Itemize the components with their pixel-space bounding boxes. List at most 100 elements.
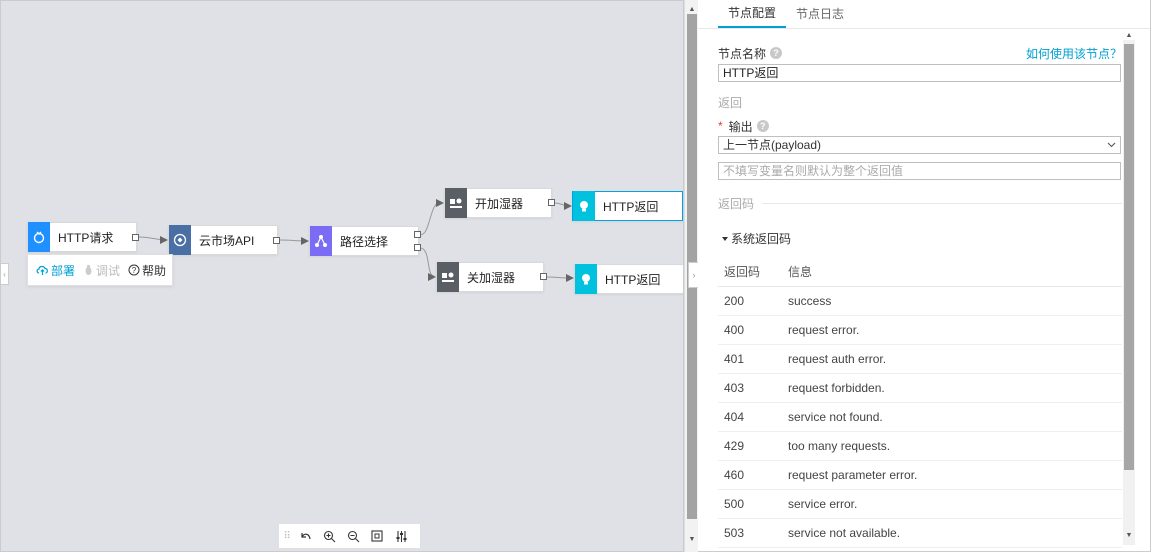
deploy-label: 部署 [51, 263, 76, 278]
input-port[interactable] [436, 199, 444, 207]
output-port-2[interactable] [414, 244, 421, 251]
return-code-cell: 503 [718, 518, 788, 548]
tab-node-config[interactable]: 节点配置 [718, 0, 787, 28]
node-label: HTTP返回 [605, 272, 661, 287]
return-code-cell: 429 [718, 431, 788, 461]
return-info-cell: request error. [788, 315, 1122, 345]
scroll-up-arrow[interactable]: ▲ [1125, 31, 1133, 39]
node-label: 路径选择 [340, 234, 389, 249]
output-select[interactable]: 上一节点(payload) [718, 136, 1121, 154]
node-name-label: 节点名称 ? [718, 45, 783, 62]
deploy-button[interactable]: 部署 [36, 262, 75, 279]
chevron-down-icon [1107, 142, 1116, 148]
node-humidifier-on[interactable]: 开加湿器 [444, 188, 552, 218]
node-label: HTTP请求 [58, 230, 114, 245]
scroll-down-arrow[interactable]: ▼ [688, 535, 696, 543]
node-http-request[interactable]: HTTP请求 [27, 222, 137, 252]
return-code-cell: 401 [718, 344, 788, 374]
return-section-title: 返回 [718, 96, 743, 110]
node-label: HTTP返回 [603, 199, 659, 214]
node-http-return-1[interactable]: HTTP返回 [572, 191, 683, 221]
wire-route-to-off [419, 247, 435, 277]
return-info-cell: service error. [788, 489, 1122, 519]
variable-name-input[interactable]: 不填写变量名则默认为整个返回值 [718, 162, 1121, 180]
panel-scrollbar[interactable]: ▲ ▼ [1123, 32, 1135, 545]
settings-icon[interactable] [389, 524, 413, 548]
return-info-cell: request forbidden. [788, 373, 1122, 403]
debug-label: 调试 [96, 263, 121, 278]
table-header: 返回码 信息 [718, 257, 1122, 287]
section-divider [762, 203, 1122, 204]
output-port[interactable] [273, 237, 280, 244]
col-info-header: 信息 [788, 257, 1122, 287]
zoom-in-icon[interactable] [317, 524, 341, 548]
required-mark: * [718, 119, 723, 133]
caret-down-icon [722, 236, 728, 241]
how-to-use-link[interactable]: 如何使用该节点？ [1025, 46, 1122, 61]
output-port[interactable] [132, 234, 139, 241]
input-port[interactable] [566, 274, 574, 282]
help-tooltip-icon[interactable]: ? [770, 47, 783, 59]
output-port[interactable] [548, 199, 555, 206]
output-port[interactable] [540, 273, 547, 280]
return-info-cell: service not available. [788, 518, 1122, 548]
flow-canvas[interactable]: HTTP请求 云市场API 路径选择 开加湿器 关加湿器 [0, 0, 684, 552]
node-label: 云市场API [199, 233, 255, 248]
node-humidifier-off[interactable]: 关加湿器 [436, 262, 544, 292]
help-icon: ? [128, 264, 140, 276]
output-port-1[interactable] [414, 231, 421, 238]
return-code-cell: 400 [718, 315, 788, 345]
return-code-cell: 200 [718, 286, 788, 316]
bulb-icon [575, 264, 597, 294]
return-info-cell: request parameter error. [788, 460, 1122, 490]
return-code-cell: 404 [718, 402, 788, 432]
help-tooltip-icon[interactable]: ? [756, 120, 769, 132]
input-port[interactable] [160, 236, 168, 244]
panel-tabs: 节点配置 节点日志 [718, 0, 854, 28]
input-port[interactable] [564, 202, 572, 210]
input-port[interactable] [428, 273, 436, 281]
device-icon [437, 262, 459, 292]
node-cloud-api[interactable]: 云市场API [168, 225, 278, 255]
return-code-cell: 500 [718, 489, 788, 519]
undo-icon[interactable] [293, 524, 317, 548]
output-select-value: 上一节点(payload) [723, 138, 822, 152]
cloud-upload-icon [36, 265, 48, 275]
help-label: 帮助 [142, 263, 167, 278]
output-row: *输出 ? [718, 117, 1122, 135]
node-http-return-2[interactable]: HTTP返回 [574, 264, 683, 294]
node-name-input[interactable]: HTTP返回 [718, 64, 1121, 82]
output-label: *输出 ? [718, 118, 769, 135]
node-label: 开加湿器 [475, 196, 524, 211]
return-info-cell: request auth error. [788, 344, 1122, 374]
return-info-cell: too many requests. [788, 431, 1122, 461]
scroll-up-arrow[interactable]: ▲ [688, 5, 696, 13]
drag-handle-icon[interactable]: ⠿ [283, 530, 291, 542]
return-code-cell: 460 [718, 460, 788, 490]
return-info-cell: service not found. [788, 402, 1122, 432]
return-code-title: 返回码 [718, 197, 755, 211]
device-icon [445, 188, 467, 218]
input-port[interactable] [301, 237, 309, 245]
zoom-out-icon[interactable] [341, 524, 365, 548]
node-route[interactable]: 路径选择 [309, 226, 419, 256]
help-button[interactable]: ? 帮助 [128, 262, 166, 279]
fit-icon[interactable] [365, 524, 389, 548]
debug-button[interactable]: 调试 [83, 262, 120, 279]
left-panel-toggle[interactable]: ‹ [1, 263, 9, 285]
config-form: 节点名称 ? 如何使用该节点？ HTTP返回 返回 *输出 ? 上一节点(pay… [718, 40, 1122, 548]
tab-node-log[interactable]: 节点日志 [796, 7, 845, 21]
node-label: 关加湿器 [467, 270, 516, 285]
scrollbar-thumb[interactable] [1124, 44, 1134, 470]
node-action-popover: 部署 调试 ? 帮助 [27, 254, 173, 286]
scroll-down-arrow[interactable]: ▼ [1125, 531, 1133, 539]
system-codes-toggle[interactable]: 系统返回码 [718, 230, 1122, 247]
